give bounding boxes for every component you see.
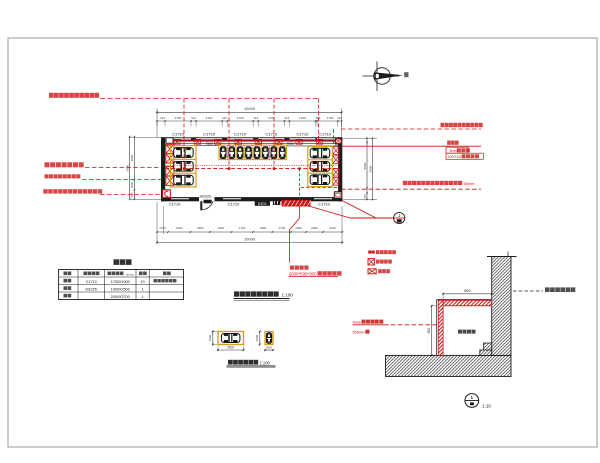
svg-text:C1710: C1710 (203, 132, 216, 137)
svg-text:5000: 5000 (363, 162, 367, 169)
svg-text:1700X1000: 1700X1000 (111, 280, 130, 284)
svg-text:1700: 1700 (239, 226, 246, 230)
svg-text:1700: 1700 (159, 226, 166, 230)
svg-text:C1710: C1710 (172, 132, 185, 137)
svg-text:750: 750 (335, 143, 340, 147)
svg-text:1000: 1000 (130, 181, 134, 188)
svg-text:2500: 2500 (227, 345, 234, 349)
svg-text:C1710: C1710 (297, 132, 310, 137)
svg-text:1140: 1140 (329, 226, 336, 230)
svg-text:1500: 1500 (208, 334, 212, 341)
svg-text:2300: 2300 (311, 226, 318, 230)
svg-text:10000: 10000 (244, 106, 256, 111)
svg-text:C1710: C1710 (169, 202, 182, 207)
svg-text:4mm: 4mm (353, 320, 362, 325)
svg-text:1: 1 (142, 295, 144, 299)
svg-text:1:100: 1:100 (260, 360, 271, 365)
svg-text:50mm: 50mm (464, 181, 475, 186)
svg-text:C1710: C1710 (265, 132, 278, 137)
svg-text:C1710: C1710 (86, 280, 97, 284)
svg-text:2000*500*300: 2000*500*300 (289, 271, 317, 276)
svg-text:C1710: C1710 (234, 132, 247, 137)
svg-text:114: 114 (160, 116, 165, 120)
svg-text:1: 1 (471, 395, 474, 400)
svg-text:1:10: 1:10 (482, 404, 491, 409)
svg-text:1000: 1000 (218, 226, 225, 230)
svg-text:500: 500 (427, 328, 431, 334)
svg-text:1700: 1700 (237, 116, 244, 120)
svg-text:1000X2500: 1000X2500 (111, 288, 130, 292)
svg-text:1300: 1300 (260, 226, 267, 230)
svg-text:1: 1 (398, 213, 401, 218)
svg-text:114: 114 (253, 116, 258, 120)
svg-text:C1710: C1710 (228, 202, 241, 207)
svg-text:1700: 1700 (206, 116, 213, 120)
svg-text:M1025: M1025 (200, 195, 211, 199)
svg-text:10: 10 (141, 280, 145, 284)
svg-text:5800: 5800 (369, 165, 373, 172)
svg-text:C1710: C1710 (319, 132, 332, 137)
svg-text:1000: 1000 (176, 226, 183, 230)
svg-text:500: 500 (363, 194, 367, 199)
svg-text:(mm): (mm) (127, 272, 134, 276)
svg-text:100*100: 100*100 (448, 155, 461, 159)
svg-text:114: 114 (191, 116, 196, 120)
svg-text:114: 114 (222, 116, 227, 120)
svg-text:DZG1: DZG1 (258, 202, 267, 206)
svg-text:500mm: 500mm (353, 330, 366, 335)
svg-text:5mm: 5mm (450, 149, 458, 153)
svg-text:500: 500 (464, 288, 471, 293)
svg-text:600: 600 (266, 345, 271, 349)
svg-text:1:100: 1:100 (282, 293, 294, 298)
svg-text:4000: 4000 (130, 155, 134, 162)
svg-text:2000X2700: 2000X2700 (111, 295, 130, 299)
svg-text:1700: 1700 (175, 116, 182, 120)
svg-text:7500: 7500 (287, 142, 295, 146)
svg-text:1: 1 (142, 288, 144, 292)
svg-text:1700: 1700 (299, 116, 306, 120)
svg-text:114: 114 (337, 116, 342, 120)
svg-text:7500: 7500 (206, 142, 214, 146)
svg-text:2200: 2200 (197, 226, 204, 230)
svg-text:10000: 10000 (244, 236, 256, 241)
svg-text:1250: 1250 (295, 226, 302, 230)
svg-text:114: 114 (284, 116, 289, 120)
svg-text:1700: 1700 (268, 116, 275, 120)
svg-text:1700: 1700 (327, 116, 334, 120)
svg-text:C1710: C1710 (318, 202, 331, 207)
svg-text:M1025: M1025 (86, 288, 97, 292)
svg-text:1500: 1500 (255, 334, 259, 341)
svg-text:500: 500 (130, 192, 134, 197)
svg-text:1700: 1700 (279, 226, 286, 230)
